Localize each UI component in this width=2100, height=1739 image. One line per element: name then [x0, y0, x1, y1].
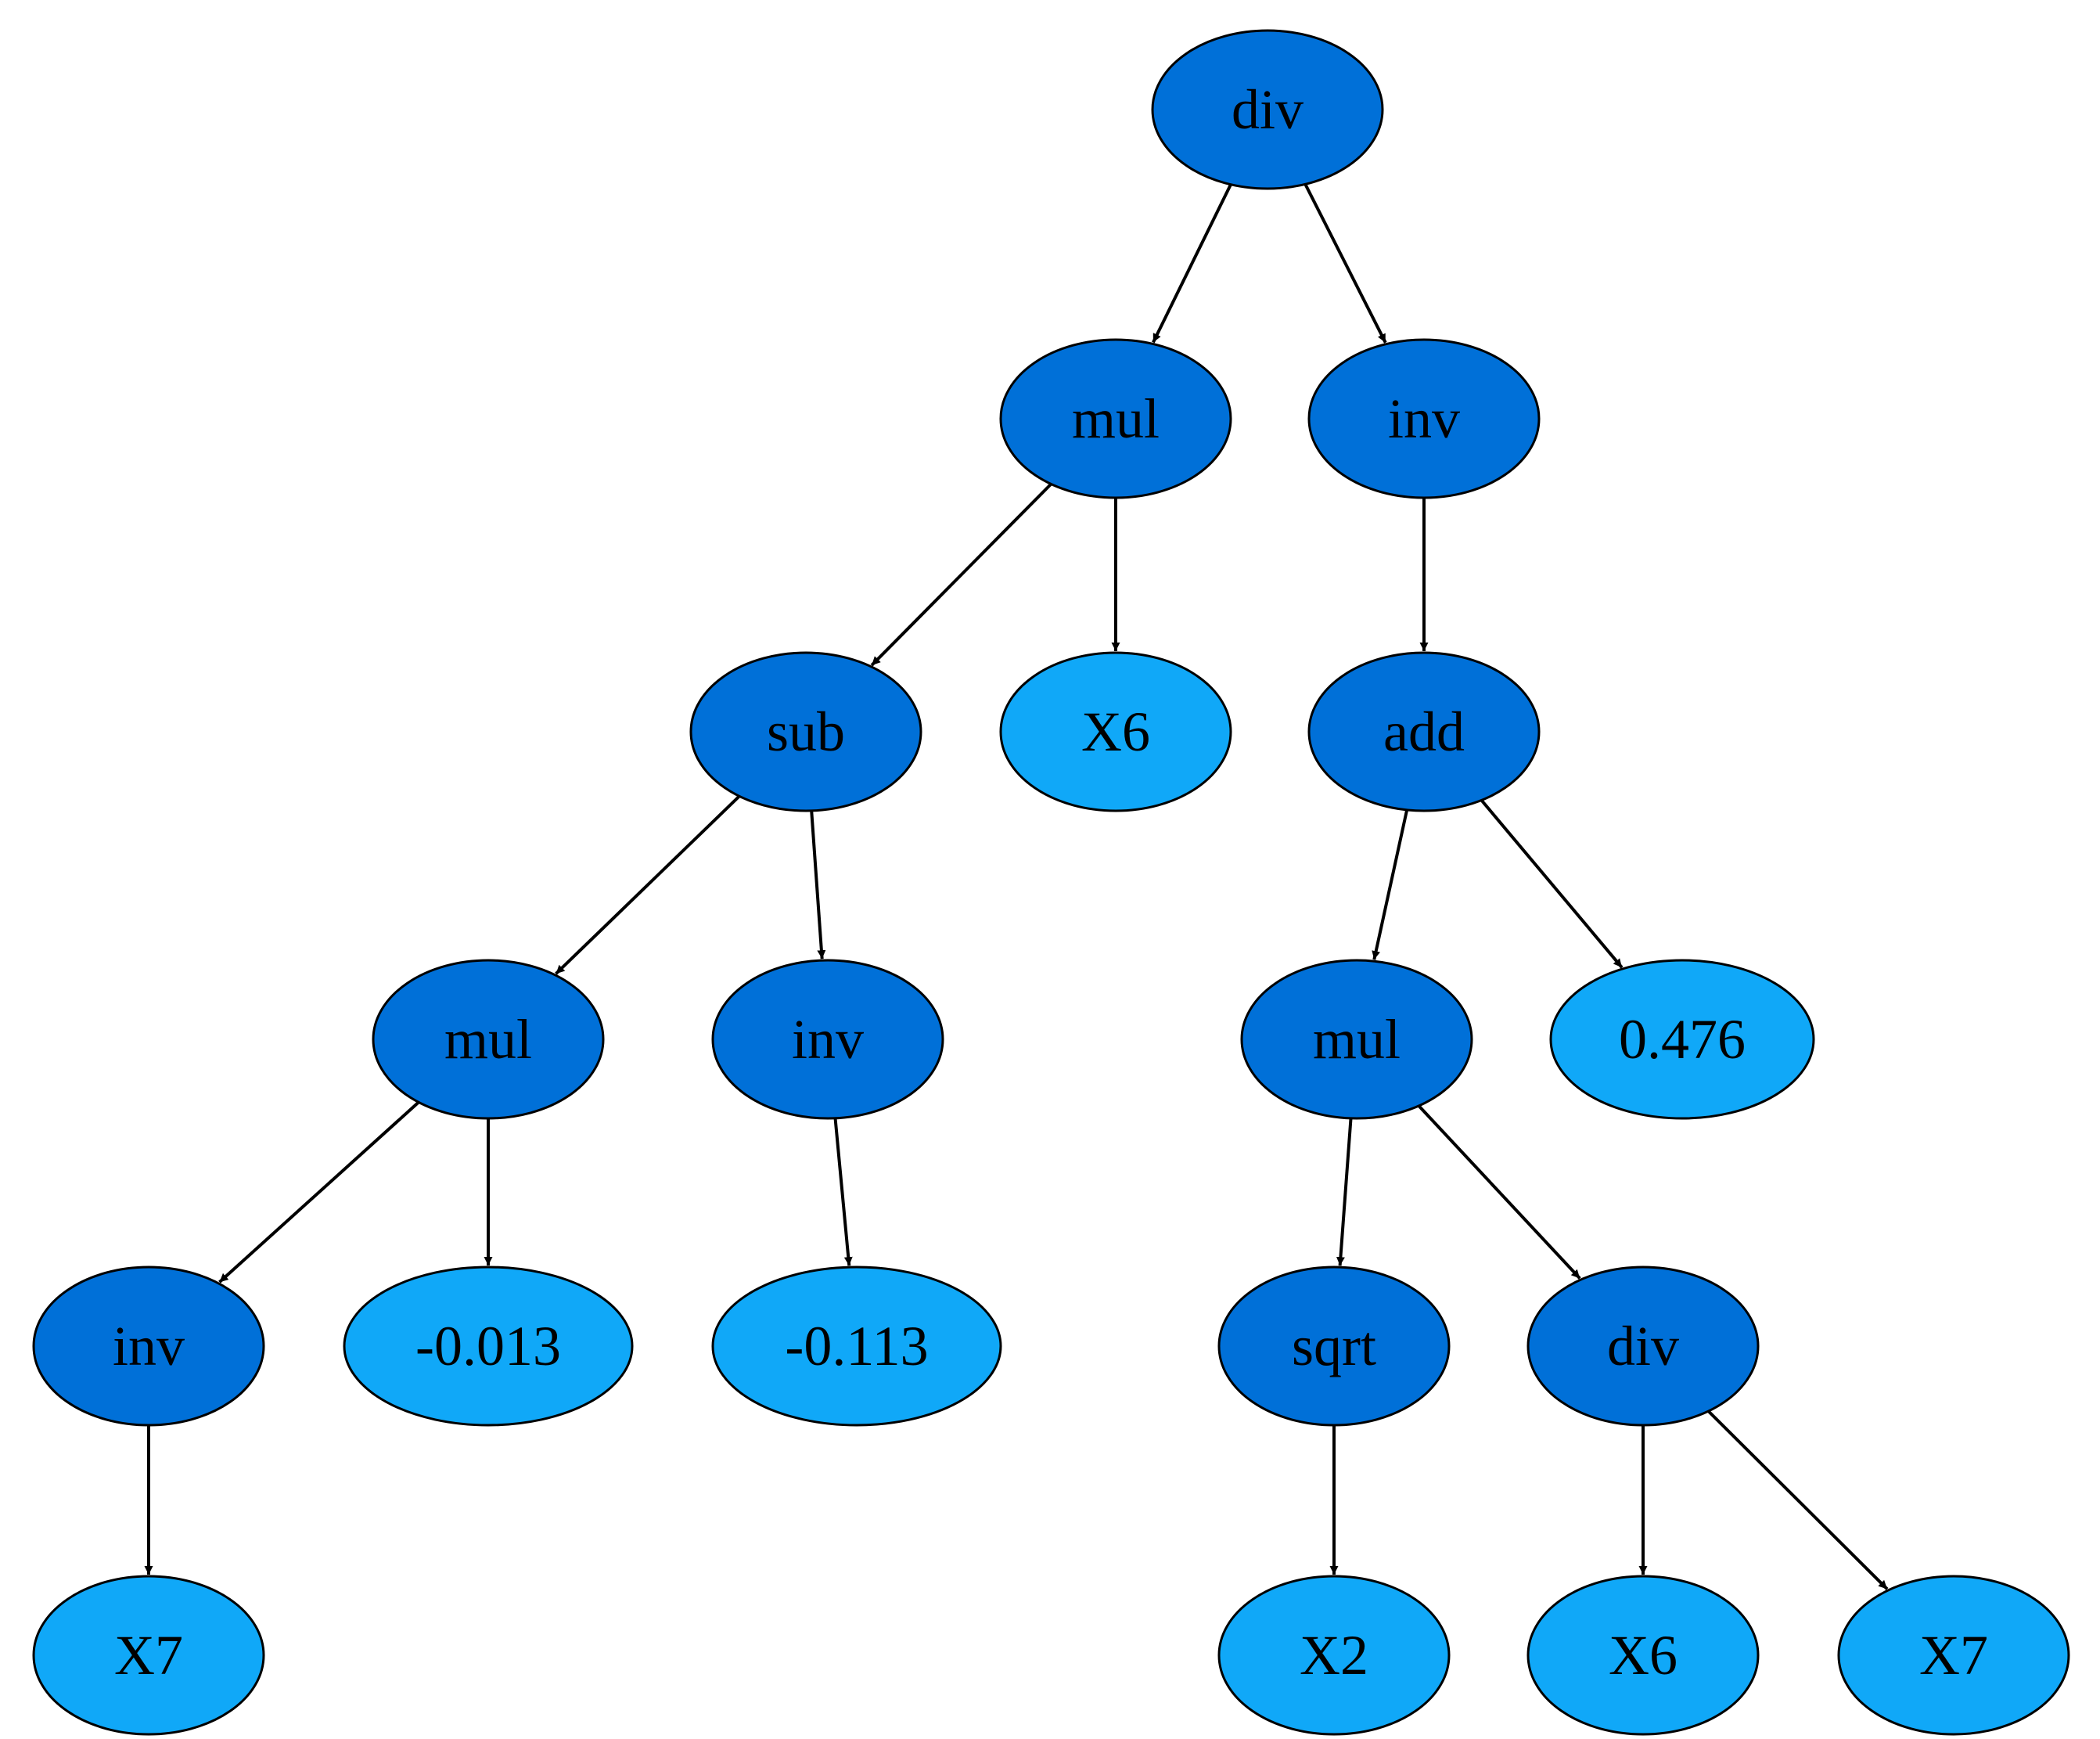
tree-node-leaf: X6 [999, 651, 1232, 812]
tree-node-leaf: -0.013 [343, 1266, 634, 1427]
node-label: add [1383, 700, 1465, 763]
tree-node-operator: div [1526, 1266, 1760, 1427]
node-label: -0.013 [415, 1315, 561, 1377]
node-ellipse [32, 1266, 265, 1427]
tree-node-leaf: -0.113 [711, 1266, 1002, 1427]
tree-node-operator: inv [1307, 338, 1541, 499]
node-ellipse [372, 959, 605, 1120]
node-label: -0.113 [785, 1315, 928, 1377]
node-label: mul [1072, 387, 1160, 450]
node-ellipse [1549, 959, 1815, 1120]
node-label: div [1607, 1315, 1679, 1377]
edge-n0-to-n1 [1152, 183, 1232, 344]
tree-node-operator: sub [689, 651, 922, 812]
node-ellipse [711, 1266, 1002, 1427]
node-label: X7 [114, 1624, 183, 1687]
node-ellipse [1151, 29, 1384, 190]
node-ellipse [1526, 1266, 1760, 1427]
node-ellipse [1307, 651, 1541, 812]
node-ellipse [1217, 1266, 1451, 1427]
tree-node-leaf: X6 [1526, 1575, 1760, 1736]
tree-node-leaf: X7 [1837, 1575, 2070, 1736]
node-label: X7 [1919, 1624, 1988, 1687]
node-label: inv [1388, 387, 1460, 450]
node-ellipse [1526, 1575, 1760, 1736]
node-label: inv [792, 1008, 864, 1071]
tree-node-operator: inv [32, 1266, 265, 1427]
edge-n8-to-n13 [1336, 1118, 1353, 1266]
node-ellipse [999, 338, 1232, 499]
tree-node-operator: inv [711, 959, 944, 1120]
node-ellipse [1837, 1575, 2070, 1736]
edge-n1-to-n3 [870, 483, 1052, 667]
edges-layer [144, 183, 1889, 1590]
edge-n5-to-n9 [1480, 799, 1624, 969]
node-label: mul [1313, 1008, 1401, 1071]
node-label: X6 [1609, 1624, 1677, 1687]
edge-n0-to-n2 [1304, 183, 1387, 344]
node-label: X2 [1300, 1624, 1368, 1687]
tree-node-operator: mul [1240, 959, 1473, 1120]
tree-node-leaf: X2 [1217, 1575, 1451, 1736]
node-ellipse [343, 1266, 634, 1427]
node-ellipse [1217, 1575, 1451, 1736]
node-label: div [1232, 78, 1304, 141]
node-ellipse [689, 651, 922, 812]
edge-n8-to-n14 [1417, 1104, 1581, 1280]
node-ellipse [32, 1575, 265, 1736]
edge-n3-to-n6 [555, 794, 741, 975]
edge-n5-to-n8 [1372, 809, 1409, 960]
tree-node-operator: sqrt [1217, 1266, 1451, 1427]
node-ellipse [1240, 959, 1473, 1120]
tree-node-leaf: X7 [32, 1575, 265, 1736]
node-label: 0.476 [1619, 1008, 1746, 1071]
node-label: inv [113, 1315, 185, 1377]
node-label: sub [767, 700, 845, 763]
node-label: X6 [1081, 700, 1150, 763]
node-label: sqrt [1292, 1315, 1376, 1377]
tree-node-operator: mul [372, 959, 605, 1120]
node-ellipse [711, 959, 944, 1120]
tree-node-leaf: 0.476 [1549, 959, 1815, 1120]
node-label: mul [444, 1008, 532, 1071]
node-ellipse [1307, 338, 1541, 499]
edge-n6-to-n10 [218, 1100, 420, 1284]
tree-node-operator: mul [999, 338, 1232, 499]
edge-n3-to-n7 [810, 810, 826, 960]
node-ellipse [999, 651, 1232, 812]
edge-n14-to-n18 [1707, 1410, 1889, 1590]
edge-n7-to-n12 [833, 1118, 853, 1266]
tree-node-operator: div [1151, 29, 1384, 190]
tree-node-operator: add [1307, 651, 1541, 812]
